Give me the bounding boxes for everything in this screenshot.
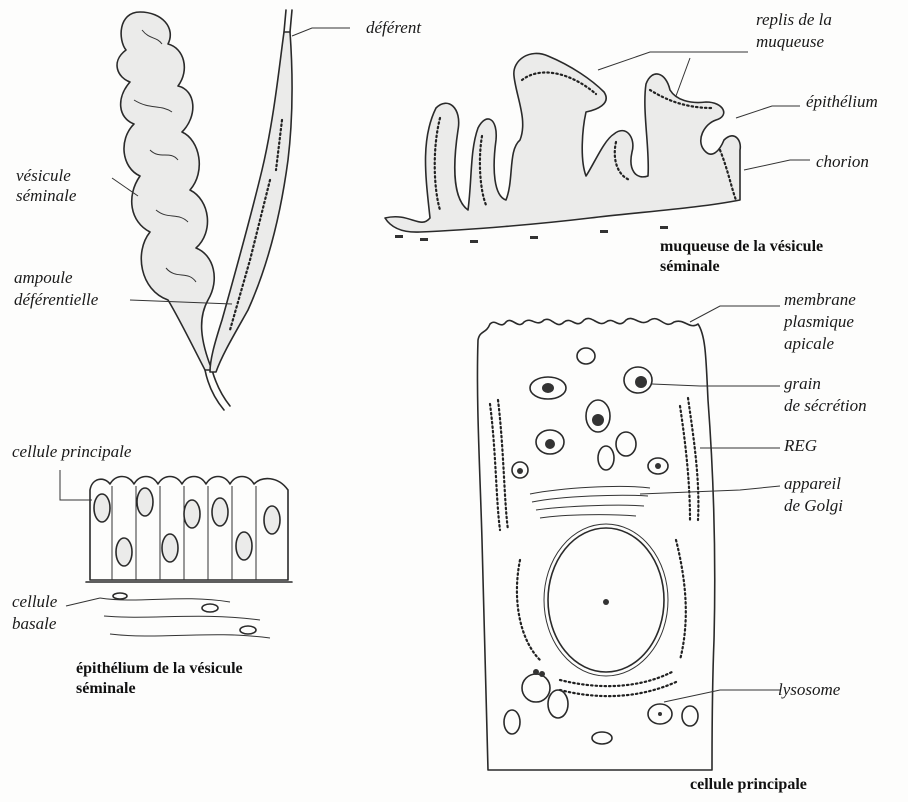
- label-ampoule-1: ampoule: [14, 268, 73, 287]
- label-epithelium: épithélium: [806, 92, 878, 111]
- label-cellule-principale: cellule principale: [12, 442, 131, 461]
- mucosa-drawing: [385, 53, 740, 243]
- label-reg: REG: [784, 436, 817, 455]
- caption-epithelium-2: séminale: [76, 680, 136, 698]
- epithelium-drawing: [86, 477, 292, 639]
- label-replis-2: muqueuse: [756, 32, 824, 51]
- label-membrane-1: membrane: [784, 290, 856, 309]
- label-deferent: déférent: [366, 18, 421, 37]
- label-membrane-2: plasmique: [784, 312, 854, 331]
- caption-muqueuse-1: muqueuse de la vésicule: [660, 238, 823, 256]
- label-chorion: chorion: [816, 152, 869, 171]
- label-cellule-basale-2: basale: [12, 614, 56, 633]
- label-grain-1: grain: [784, 374, 821, 393]
- principal-cell-drawing: [477, 318, 714, 770]
- label-lysosome: lysosome: [778, 680, 840, 699]
- label-golgi-2: de Golgi: [784, 496, 843, 515]
- caption-cellule-principale: cellule principale: [690, 776, 807, 794]
- label-ampoule-2: déférentielle: [14, 290, 98, 309]
- ampulla-drawing: [210, 10, 292, 372]
- label-vesicule-seminale-2: séminale: [16, 186, 76, 205]
- label-membrane-3: apicale: [784, 334, 834, 353]
- label-cellule-basale-1: cellule: [12, 592, 57, 611]
- caption-muqueuse-2: séminale: [660, 258, 720, 276]
- label-replis-1: replis de la: [756, 10, 832, 29]
- label-golgi-1: appareil: [784, 474, 841, 493]
- caption-epithelium-1: épithélium de la vésicule: [76, 660, 243, 678]
- label-grain-2: de sécrétion: [784, 396, 867, 415]
- label-vesicule-seminale-1: vésicule: [16, 166, 71, 185]
